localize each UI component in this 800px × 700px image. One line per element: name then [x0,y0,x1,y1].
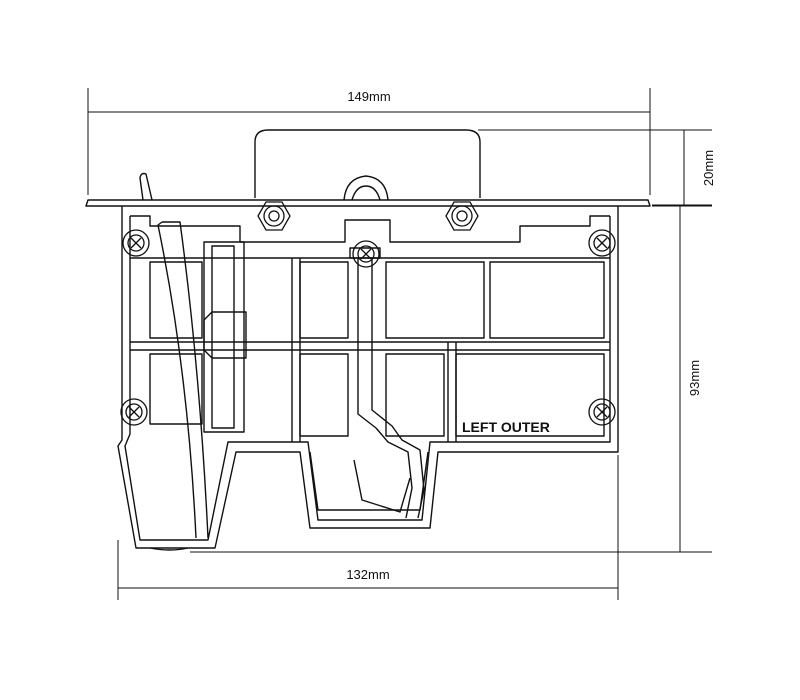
hex-nut-left-icon [257,201,291,231]
thumb-wheel-icon [343,175,389,201]
screw-bottom-left-icon [120,398,148,426]
screw-top-right-icon [588,229,616,257]
dimension-20mm [478,129,712,206]
dimension-label-bottom-width: 132mm [346,567,389,582]
screw-top-left-icon [122,229,150,257]
screw-center-icon [352,240,380,268]
dimension-149mm [87,88,651,195]
dimension-93mm [190,205,712,553]
hex-nut-right-icon [445,201,479,231]
dimension-label-top-width: 149mm [347,89,390,104]
dimension-132mm [117,455,619,600]
part-label: LEFT OUTER [462,419,550,435]
screw-bottom-right-icon [588,398,616,426]
part-outline [85,129,651,551]
dimension-label-tab-height: 20mm [701,150,716,186]
dimension-label-body-height: 93mm [687,360,702,396]
